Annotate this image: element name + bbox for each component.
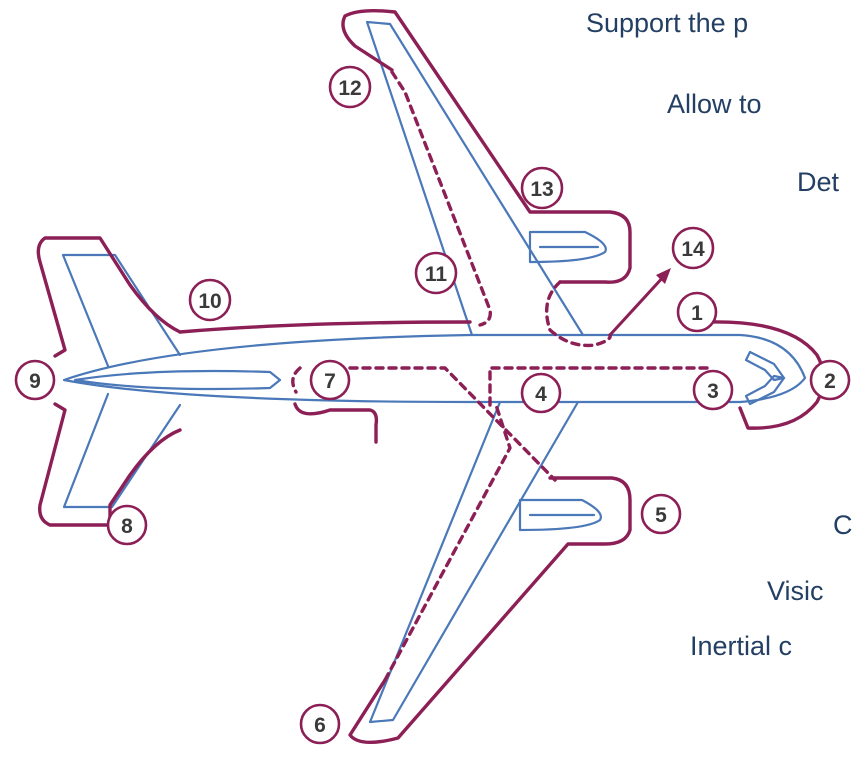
- svg-text:11: 11: [425, 263, 448, 286]
- badge-3: 3: [692, 369, 734, 411]
- svg-text:5: 5: [655, 504, 667, 527]
- cabin-dash: [348, 366, 557, 482]
- upper-engine-dash: [545, 280, 612, 348]
- upper-wing-zone: [341, 8, 632, 284]
- upper-wing-dash: [390, 70, 492, 327]
- badge-12: 12: [328, 65, 372, 109]
- lower-wing: [368, 400, 580, 724]
- svg-text:3: 3: [707, 380, 719, 403]
- badge-5: 5: [640, 493, 682, 535]
- airframe: [61, 20, 807, 724]
- upper-wing: [365, 20, 585, 337]
- badge-9: 9: [14, 359, 56, 401]
- label-inertial: Inertial c: [690, 631, 793, 661]
- label-det: Det: [797, 167, 840, 197]
- svg-text:4: 4: [535, 383, 547, 406]
- svg-text:13: 13: [530, 178, 553, 201]
- svg-text:2: 2: [824, 370, 836, 393]
- lower-engine: [518, 498, 602, 532]
- label-visic: Visic: [767, 576, 824, 606]
- badge-6: 6: [299, 703, 341, 745]
- badge-13: 13: [520, 166, 564, 210]
- badge-11: 11: [414, 251, 458, 295]
- svg-text:6: 6: [314, 714, 326, 737]
- badge-2: 2: [809, 359, 851, 401]
- tail-cone: [73, 369, 282, 391]
- arrow-14: [608, 268, 671, 337]
- forward-cabin-dash: [488, 366, 710, 407]
- lower-wing-zone: [348, 476, 632, 744]
- badge-1: 1: [676, 291, 718, 333]
- fuselage-top-zone: [178, 320, 472, 334]
- svg-text:1: 1: [691, 302, 703, 325]
- label-support: Support the p: [586, 8, 749, 38]
- fuselage-outline: [62, 333, 807, 404]
- svg-text:10: 10: [198, 290, 221, 313]
- svg-text:14: 14: [681, 238, 705, 261]
- badge-14: 14: [671, 226, 715, 270]
- lower-wing-dash: [383, 400, 512, 682]
- rear-cabin-dash: [291, 366, 302, 394]
- label-c: C: [833, 510, 852, 540]
- badge-10: 10: [188, 278, 232, 322]
- cockpit-window-upper: [744, 350, 786, 382]
- badge-7: 7: [309, 359, 351, 401]
- svg-text:7: 7: [324, 370, 336, 393]
- svg-text:12: 12: [338, 77, 361, 100]
- cockpit-window-lower: [744, 374, 786, 406]
- svg-text:9: 9: [29, 370, 41, 393]
- svg-text:8: 8: [121, 515, 133, 538]
- dashed-boundaries: [291, 70, 710, 682]
- upper-engine: [528, 230, 607, 264]
- tail-lower-zone: [38, 402, 182, 527]
- rear-cabin-zone: [293, 402, 379, 444]
- label-allow: Allow to: [667, 89, 762, 119]
- badge-8: 8: [106, 504, 148, 546]
- badge-4: 4: [520, 372, 562, 414]
- tail-zone: [36, 236, 182, 358]
